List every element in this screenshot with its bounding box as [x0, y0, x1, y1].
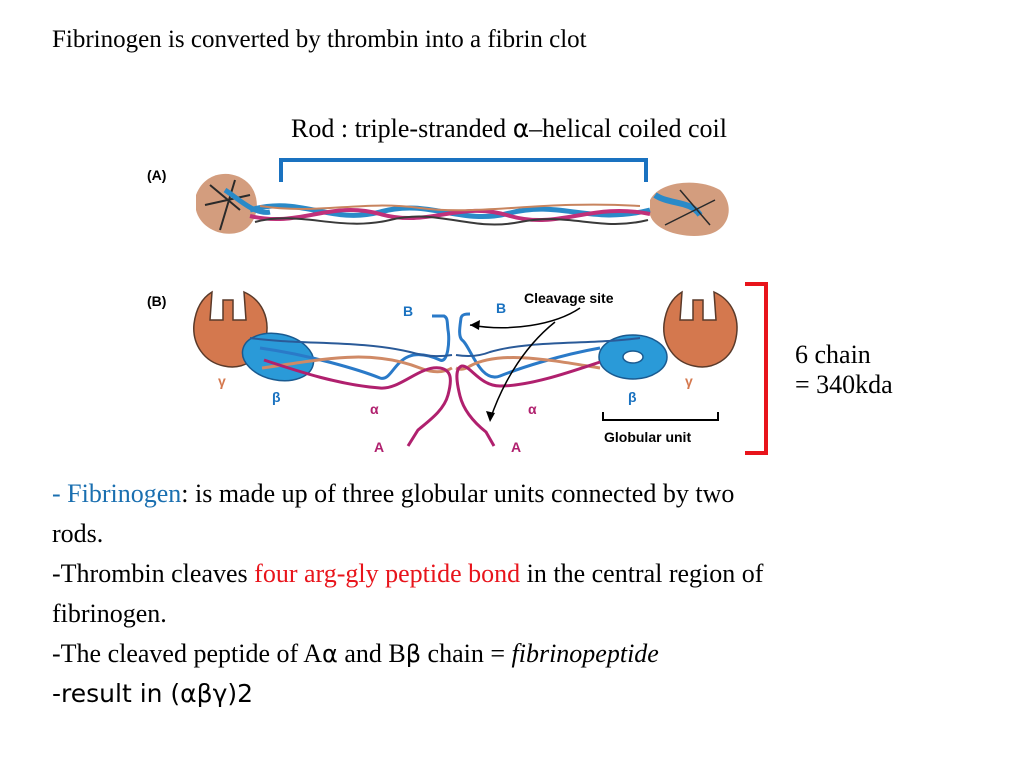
alpha-symbol: α [322, 640, 338, 668]
body-line-5-p2: and B [337, 639, 406, 668]
body-line-1-rest: : is made up of three globular units con… [181, 479, 735, 508]
beta-symbol: β [405, 640, 422, 668]
rod-label: Rod : triple-stranded α–helical coiled c… [291, 114, 727, 144]
left-alpha-chain [263, 358, 452, 447]
molecular-weight: = 340kda [795, 370, 893, 399]
body-line-3: -Thrombin cleaves four arg-gly peptide b… [52, 554, 1002, 594]
rod-label-suffix: –helical coiled coil [529, 114, 727, 143]
body-line-3-pre: -Thrombin cleaves [52, 559, 255, 588]
cleavage-arrow-upper [469, 307, 581, 329]
panel-a-label: (A) [147, 167, 166, 183]
chain-info: 6 chain = 340kda [795, 340, 893, 400]
panel-b-label: (B) [147, 293, 166, 309]
globular-unit-label: Globular unit [604, 429, 691, 445]
rod-bracket [279, 158, 648, 182]
right-gamma-unit [663, 290, 738, 368]
fibrinopeptide-term: fibrinopeptide [511, 639, 659, 668]
right-alpha-chain [455, 360, 601, 447]
chain-count-bracket [745, 282, 768, 455]
panel-a-structure [196, 173, 729, 236]
chain-count: 6 chain [795, 340, 871, 369]
fibrinogen-term: - Fibrinogen [52, 479, 182, 508]
right-gamma-chain [455, 356, 601, 371]
label-A-right: A [511, 439, 521, 455]
body-line-6: -result in (αβγ)2 [52, 679, 254, 708]
cleavage-arrow-lower [489, 321, 556, 421]
body-line-5-p3: chain = [421, 639, 512, 668]
globular-unit-bracket [602, 412, 719, 421]
label-alpha-right: α [528, 401, 537, 417]
label-beta-right: β [628, 389, 637, 405]
body-line-1: - Fibrinogen: is made up of three globul… [52, 474, 1002, 514]
slide-title: Fibrinogen is converted by thrombin into… [52, 26, 587, 53]
label-B-left: B [403, 303, 413, 319]
label-gamma-left: γ [218, 373, 226, 389]
label-alpha-left: α [370, 401, 379, 417]
label-beta-left: β [272, 389, 281, 405]
body-line-5: -The cleaved peptide of Aα and Bβ chain … [52, 634, 1002, 674]
rod-label-prefix: Rod : triple-stranded [291, 114, 513, 143]
label-A-left: A [374, 439, 384, 455]
body-line-2: rods. [52, 519, 104, 548]
label-gamma-right: γ [685, 373, 693, 389]
body-line-4: fibrinogen. [52, 599, 167, 628]
body-line-5-p1: -The cleaved peptide of A [52, 639, 322, 668]
left-gamma-chain [261, 355, 453, 374]
cleavage-site-label: Cleavage site [524, 290, 614, 306]
body-text: - Fibrinogen: is made up of three globul… [52, 474, 1002, 714]
rod-label-alpha: α [512, 114, 530, 143]
body-line-3-post: in the central region of [520, 559, 764, 588]
label-B-right: B [496, 300, 506, 316]
right-beta-chain [458, 312, 601, 379]
peptide-bond-term: four arg-gly peptide bond [254, 559, 521, 588]
